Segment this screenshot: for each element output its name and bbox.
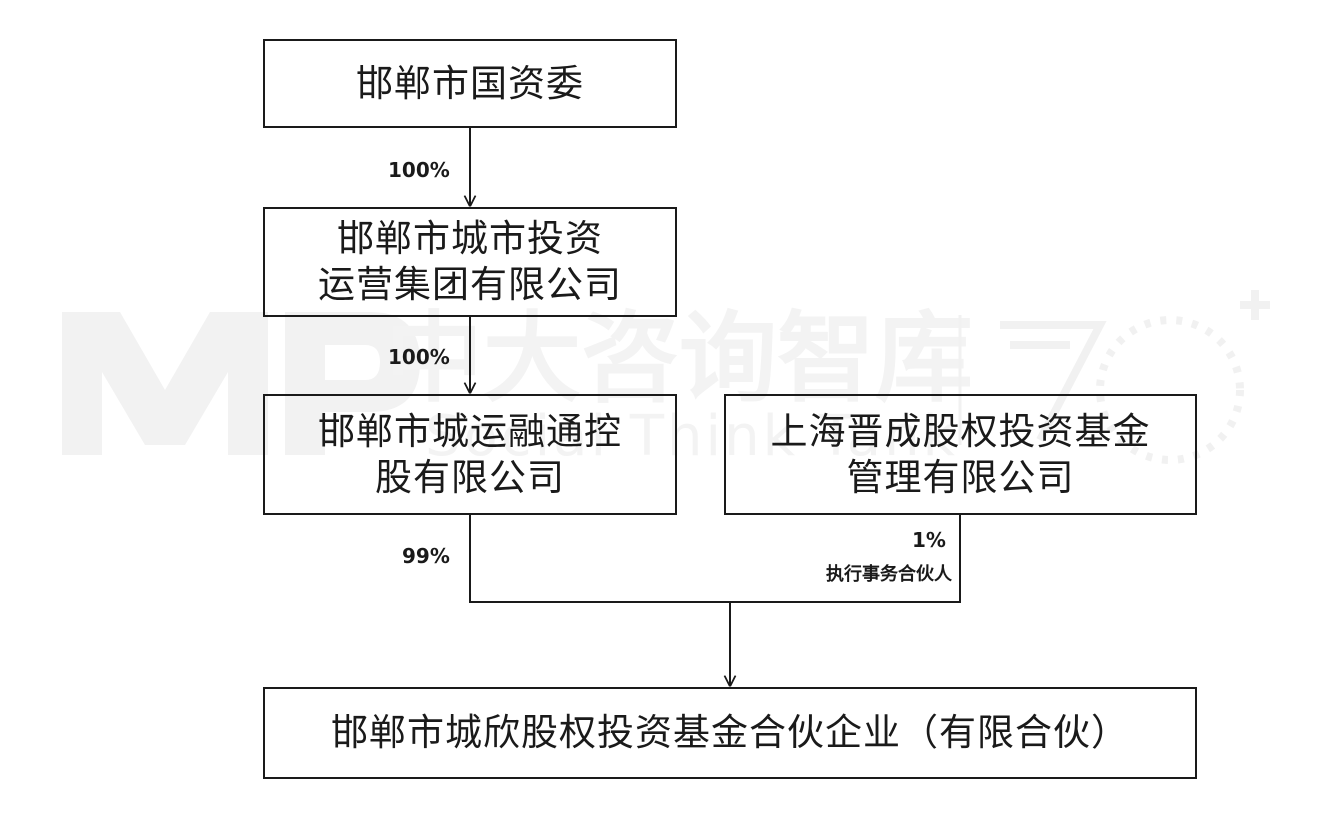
edge-label-jincheng-pct: 1%	[912, 528, 946, 552]
node-label: 邯郸市城欣股权投资基金合伙企业（有限合伙）	[331, 711, 1129, 754]
node-rongtong-holdings: 邯郸市城运融通控 股有限公司	[263, 394, 677, 515]
node-handan-sasac: 邯郸市国资委	[263, 39, 677, 128]
watermark-logo-icon	[1000, 290, 1270, 464]
edge-label-rongtong-pct: 99%	[402, 544, 450, 568]
node-shanghai-jincheng: 上海晋成股权投资基金 管理有限公司	[724, 394, 1197, 515]
node-label-line-1: 上海晋成股权投资基金	[770, 409, 1151, 453]
node-label-line-2: 运营集团有限公司	[318, 263, 622, 306]
node-city-investment-group: 邯郸市城市投资 运营集团有限公司	[263, 207, 677, 317]
edge-label-city-invest-pct: 100%	[388, 345, 450, 369]
node-label-line-1: 邯郸市城运融通控	[318, 409, 622, 453]
node-label-line-1: 邯郸市城市投资	[337, 217, 603, 260]
node-label: 邯郸市国资委	[356, 61, 584, 105]
node-chengxin-fund: 邯郸市城欣股权投资基金合伙企业（有限合伙）	[263, 687, 1197, 779]
edge-label-jincheng-role: 执行事务合伙人	[826, 564, 952, 585]
edge-label-sasac-pct: 100%	[388, 158, 450, 182]
node-label-line-2: 股有限公司	[375, 455, 565, 499]
watermark-subtext: Social Think Tank	[425, 404, 958, 469]
node-label-line-2: 管理有限公司	[846, 455, 1075, 499]
watermark-text: 中大咨询智库	[385, 302, 973, 416]
